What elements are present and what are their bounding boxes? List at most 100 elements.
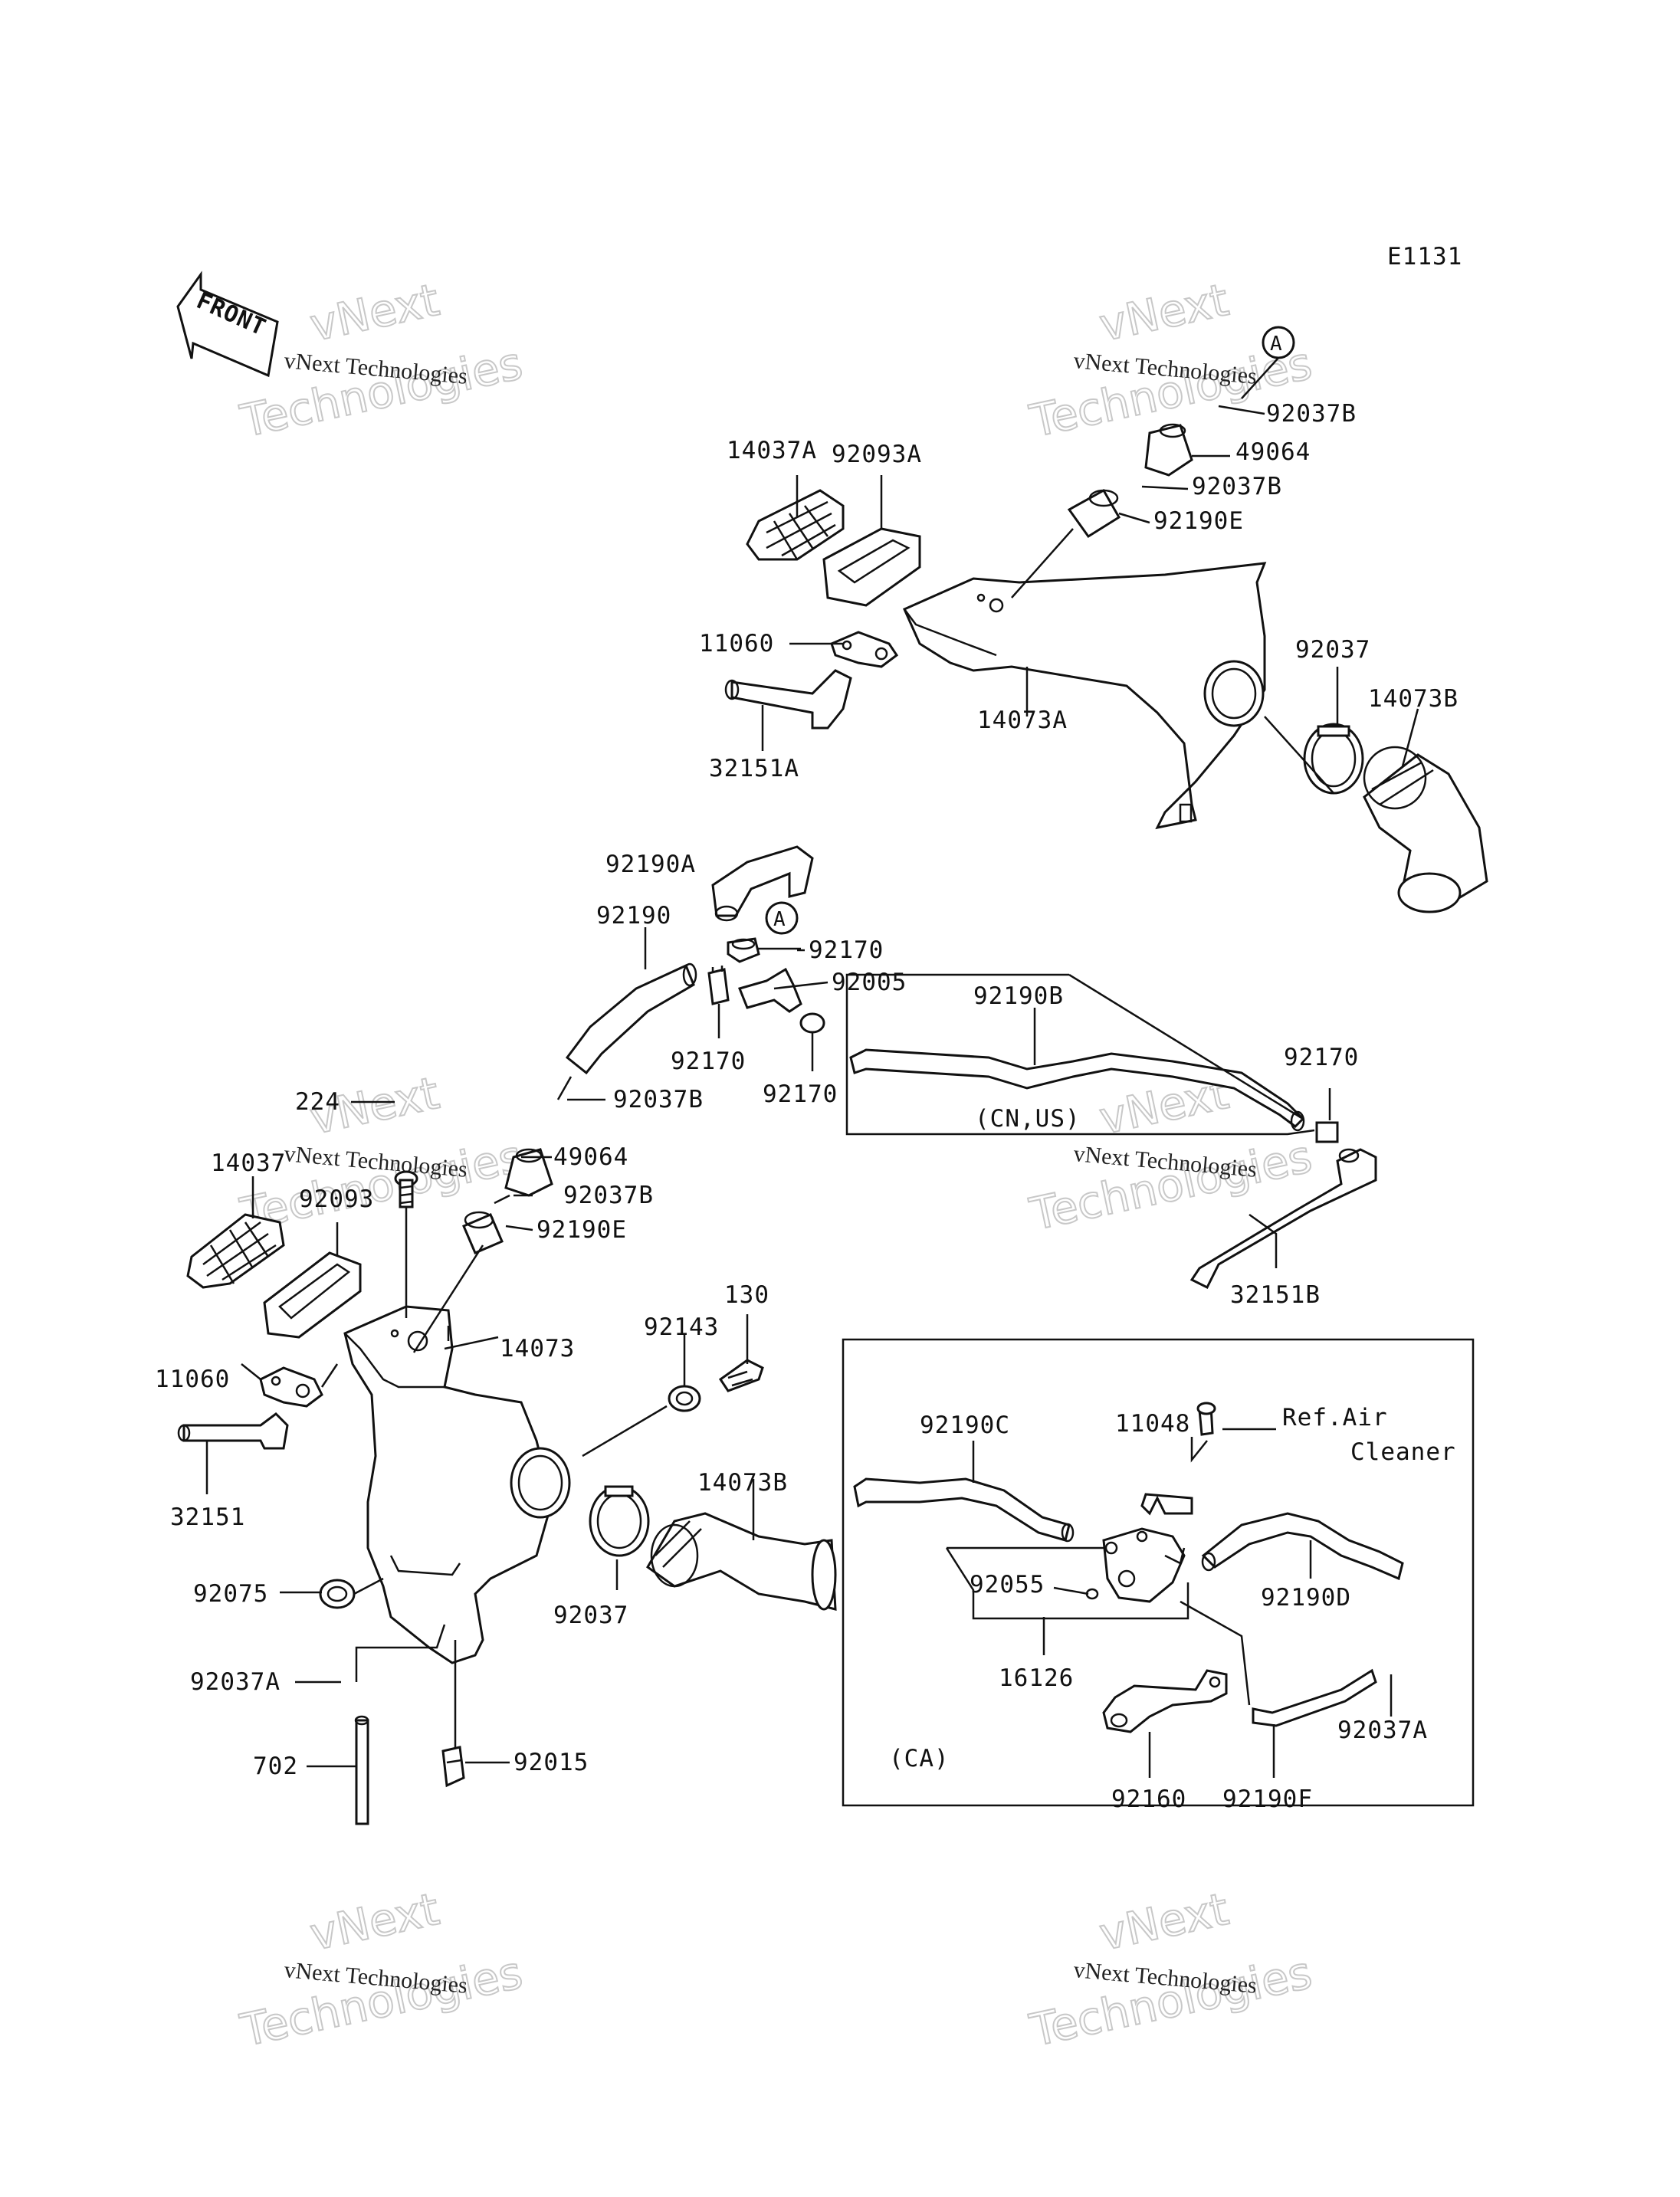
box-92190B-outline [845,973,1315,1136]
label-92005: 92005 [832,969,907,996]
fuel-valve-16126 [1102,1527,1186,1603]
filter-92093 [263,1251,362,1339]
filter-screen-14037 [186,1213,285,1289]
hose-92190C [853,1477,1075,1543]
hose-92190D [1201,1512,1404,1581]
duct-14073B-top [1363,746,1488,913]
front-arrow-icon: FRONT [176,271,279,378]
svg-text:Technologies: Technologies [1025,1946,1317,2057]
bolt-224 [394,1170,418,1208]
label-92015: 92015 [514,1749,589,1776]
watermark-top-left: vNext Technologies vNext Technologies [235,273,528,448]
hose-92190 [565,962,697,1075]
hose-92190B [849,1048,1305,1132]
label-92170-4: 92170 [1284,1044,1359,1071]
hose-92190F [1180,1600,1377,1727]
label-224: 224 [295,1088,340,1116]
label-92037A-2: 92037A [1337,1717,1428,1744]
pipe-32151 [177,1412,289,1450]
label-16126: 16126 [999,1664,1074,1692]
label-11048: 11048 [1115,1410,1190,1438]
label-32151: 32151 [170,1503,245,1531]
label-92037A-1: 92037A [190,1668,281,1696]
label-92093A: 92093A [832,441,922,468]
svg-text:vNext: vNext [1095,274,1233,352]
svg-text:Technologies: Technologies [236,337,527,448]
label-92170-2: 92170 [671,1048,746,1075]
diagram-code: E1131 [1387,243,1462,271]
label-92037-1: 92037 [1295,636,1370,664]
label-cleaner: Cleaner [1350,1438,1456,1466]
label-92190: 92190 [596,902,671,930]
bracket-11048 [1140,1402,1216,1516]
bracket-11060-mid [259,1366,323,1408]
ca-box [842,1338,1475,1807]
label-cn-us: (CN,US) [975,1105,1081,1133]
clamp-92170-c [799,1012,825,1034]
label-130: 130 [724,1281,769,1309]
nut-92015 [441,1746,465,1788]
pipe-32151A [724,669,852,730]
leader-lines [205,357,1419,1778]
bolt-130 [718,1359,764,1392]
label-14073B-2: 14073B [697,1469,788,1497]
callout-a-top-label: A [1270,333,1283,356]
filter-screen-14037A [746,489,845,561]
svg-text:vNext: vNext [306,1883,444,1961]
label-14037A: 14037A [727,437,817,464]
label-92037B-1: 92037B [1266,400,1357,428]
lower-duct-14073 [343,1305,571,1664]
label-92037B-4: 92037B [563,1182,654,1209]
callout-a-mid [765,901,799,935]
clamp-92170-b [707,966,730,1005]
svg-text:Technologies: Technologies [236,1946,527,2057]
hose-92190A [711,845,814,922]
valve-49064-mid [504,1148,553,1197]
label-14073A: 14073A [977,707,1068,734]
label-92190B: 92190B [973,982,1064,1010]
label-702: 702 [253,1753,298,1780]
clamp-92037-mid [589,1485,650,1557]
label-92037B-2: 92037B [1192,473,1282,500]
label-11060-2: 11060 [155,1366,230,1393]
label-92143: 92143 [644,1313,719,1341]
label-92190C: 92190C [920,1412,1010,1439]
label-92037B-3: 92037B [613,1086,704,1113]
label-92190A: 92190A [605,851,696,878]
hose-92190E-top [1067,488,1121,539]
filter-92093A [822,527,921,607]
label-49064-2: 49064 [553,1143,628,1171]
label-11060-1: 11060 [699,630,774,657]
part-labels: 14037A 92093A 92037B 49064 92037B 92190E… [155,400,1458,1813]
oring-92055 [1085,1588,1099,1600]
label-49064-1: 49064 [1235,438,1311,466]
label-92190F: 92190F [1222,1785,1313,1813]
label-92037-2: 92037 [553,1602,628,1629]
label-92190D: 92190D [1261,1584,1351,1612]
svg-text:vNext: vNext [306,274,444,352]
label-14073: 14073 [500,1335,575,1362]
hose-92190E-mid [462,1211,504,1254]
pipe-702 [354,1715,369,1825]
label-32151B: 32151B [1230,1281,1321,1309]
label-92160: 92160 [1111,1785,1186,1813]
label-ca: (CA) [889,1745,950,1772]
clamp-92170-a [727,937,760,963]
label-14037: 14037 [211,1149,286,1177]
label-92190E-2: 92190E [536,1216,627,1244]
watermark-bottom-left: vNext Technologies vNext Technologies [235,1882,528,2058]
label-92093: 92093 [299,1185,374,1213]
grommet-92075 [319,1579,356,1609]
pipe-32151B [1189,1148,1377,1290]
bracket-11060-top [830,631,899,668]
mount-92160 [1102,1669,1228,1733]
grommet-92143 [668,1385,701,1412]
joint-92005 [737,967,802,1013]
upper-duct-14073A [903,562,1267,830]
callout-a-mid-label: A [773,908,786,931]
label-92055: 92055 [970,1571,1045,1599]
duct-14073B-mid [646,1512,837,1611]
svg-text:vNext: vNext [1095,1883,1233,1961]
watermark-bottom-right: vNext Technologies vNext Technologies [1025,1882,1317,2058]
